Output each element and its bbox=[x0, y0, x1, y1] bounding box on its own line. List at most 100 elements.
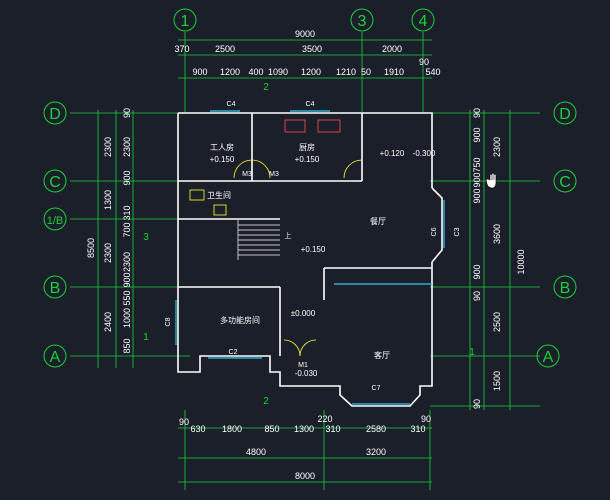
bottom-detail-dim: 1800 bbox=[222, 424, 242, 434]
top-axis-label: 4 bbox=[419, 13, 428, 30]
left-dim: 2300 bbox=[103, 137, 113, 157]
door-tag: M1 bbox=[298, 362, 308, 369]
room-label: 厨房 bbox=[299, 142, 315, 152]
top-dim: 3500 bbox=[302, 44, 322, 54]
top-dim: 370 bbox=[174, 44, 189, 54]
right-detail-dim: 900 bbox=[472, 172, 482, 187]
top-dim: 2000 bbox=[382, 44, 402, 54]
room-level: +0.150 bbox=[210, 155, 235, 164]
section-mark: 3 bbox=[143, 232, 149, 243]
left-axis-label: 1/B bbox=[47, 215, 64, 227]
bottom-detail-dim: 2580 bbox=[366, 424, 386, 434]
right-axis-label: B bbox=[560, 280, 571, 297]
left-dim: 2300 bbox=[103, 243, 113, 263]
stair-treads bbox=[237, 220, 280, 260]
left-detail-dim: 900 bbox=[122, 170, 132, 185]
section-mark: 2 bbox=[263, 82, 269, 93]
window-tag: C7 bbox=[372, 385, 381, 392]
level-annotation: +0.120 bbox=[380, 149, 405, 158]
right-detail-dim: 900 bbox=[472, 188, 482, 203]
left-detail-dim: 90 bbox=[122, 108, 132, 118]
section-mark: 1 bbox=[469, 347, 475, 358]
room-label: 餐厅 bbox=[370, 217, 386, 226]
left-axis-label: C bbox=[49, 174, 61, 191]
window-tag: C8 bbox=[165, 317, 172, 326]
right-dim: 2500 bbox=[492, 312, 502, 332]
top-detail-dim: 1200 bbox=[301, 67, 321, 77]
door-tag: M3 bbox=[269, 171, 279, 178]
window-openings bbox=[175, 110, 445, 405]
right-detail-dim: 900 bbox=[472, 264, 482, 279]
door-swings bbox=[189, 159, 363, 357]
room-level: ±0.000 bbox=[291, 309, 316, 318]
top-axis-label: 1 bbox=[181, 13, 190, 30]
bottom-detail-dim: 90 bbox=[421, 414, 431, 424]
left-detail-dim: 700 bbox=[122, 222, 132, 237]
bottom-dim: 3200 bbox=[366, 447, 386, 457]
top-detail-dim: 900 bbox=[192, 67, 207, 77]
top-axis-label: 3 bbox=[358, 13, 367, 30]
right-axis-label: D bbox=[559, 106, 571, 123]
top-detail-dim: 50 bbox=[361, 67, 371, 77]
axis-bubbles bbox=[43, 8, 577, 368]
right-dim: 3600 bbox=[492, 224, 502, 244]
left-axis-label: D bbox=[49, 106, 61, 123]
left-overall-dim: 8500 bbox=[86, 238, 96, 258]
right-detail-dim: 750 bbox=[472, 157, 482, 172]
right-overall-dim: 10000 bbox=[516, 249, 526, 274]
left-detail-dim: 2300 bbox=[122, 252, 132, 272]
level-annotation: -0.030 bbox=[295, 369, 318, 378]
room-label: 客厅 bbox=[374, 350, 390, 360]
bottom-detail-dim: 850 bbox=[264, 424, 279, 434]
top-detail-dim: 1210 bbox=[336, 67, 356, 77]
right-detail-dim: 90 bbox=[472, 399, 482, 409]
bottom-overall-dim: 8000 bbox=[295, 471, 315, 481]
section-mark: 1 bbox=[143, 332, 149, 343]
top-dim: 2500 bbox=[215, 44, 235, 54]
room-label: 卫生间 bbox=[207, 190, 231, 200]
window-tag: C2 bbox=[229, 349, 238, 356]
dimension-lines bbox=[70, 32, 540, 490]
top-dim: 90 bbox=[419, 57, 429, 67]
left-detail-dim: 900 bbox=[122, 272, 132, 287]
left-detail-dim: 550 bbox=[122, 290, 132, 305]
room-level: +0.150 bbox=[295, 155, 320, 164]
stair-direction: 上 bbox=[285, 231, 292, 240]
window-tag: C3 bbox=[454, 227, 461, 236]
level-annotation: -0.300 bbox=[413, 149, 436, 158]
left-dim: 2400 bbox=[103, 312, 113, 332]
left-detail-dim: 310 bbox=[122, 205, 132, 220]
window-tag: C6 bbox=[431, 227, 438, 236]
room-label: 多功能房间 bbox=[220, 315, 260, 325]
section-mark: 2 bbox=[263, 396, 269, 407]
window-tag: C4 bbox=[306, 101, 315, 108]
left-detail-dim: 1000 bbox=[122, 308, 132, 328]
bottom-dim: 4800 bbox=[246, 447, 266, 457]
right-axis-label: A bbox=[543, 349, 554, 366]
window-tag: C4 bbox=[227, 101, 236, 108]
left-axis-label: B bbox=[50, 280, 61, 297]
top-overall-dim: 9000 bbox=[295, 29, 315, 39]
hand-cursor-icon bbox=[485, 172, 497, 189]
right-axis-label: C bbox=[559, 174, 571, 191]
top-detail-dim: 1910 bbox=[384, 67, 404, 77]
left-detail-dim: 850 bbox=[122, 338, 132, 353]
right-detail-dim: 90 bbox=[472, 291, 482, 301]
top-detail-dim: 1200 bbox=[220, 67, 240, 77]
bottom-detail-dim: 310 bbox=[410, 424, 425, 434]
bottom-detail-dim: 220 bbox=[317, 414, 332, 424]
room-label: 工人房 bbox=[210, 142, 234, 152]
building-walls bbox=[177, 112, 443, 407]
bottom-detail-dim: 1300 bbox=[294, 424, 314, 434]
bottom-detail-dim: 310 bbox=[325, 424, 340, 434]
left-axis-label: A bbox=[50, 349, 61, 366]
bottom-detail-dim: 90 bbox=[179, 417, 189, 427]
level-annotation: +0.150 bbox=[301, 245, 326, 254]
right-detail-dim: 900 bbox=[472, 127, 482, 142]
right-dim: 2300 bbox=[492, 137, 502, 157]
right-dim: 1500 bbox=[492, 371, 502, 391]
door-tag: M3 bbox=[242, 171, 252, 178]
bottom-detail-dim: 630 bbox=[190, 424, 205, 434]
top-detail-dim: 540 bbox=[425, 67, 440, 77]
